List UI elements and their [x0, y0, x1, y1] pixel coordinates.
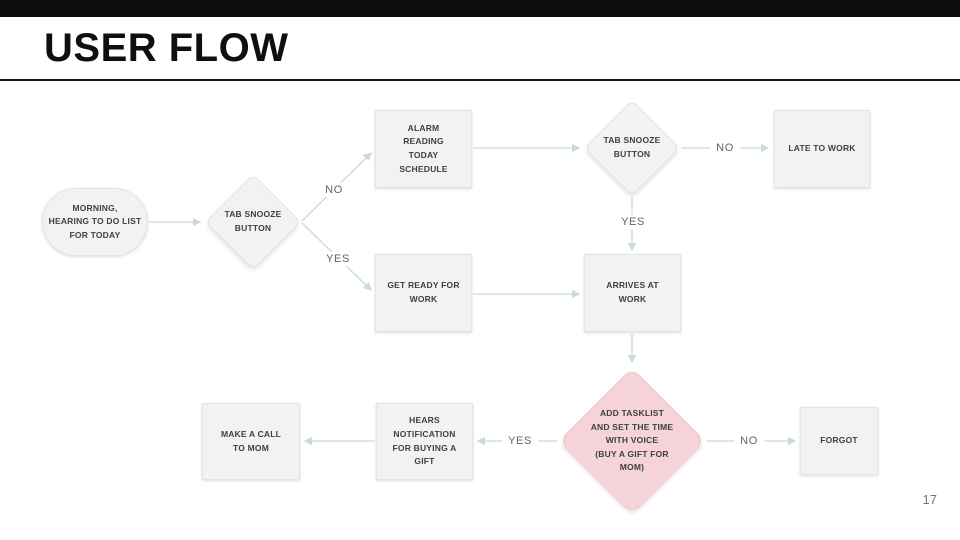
- edge-label-snooze1-no: NO: [319, 183, 349, 197]
- node-hears-notification[interactable]: HEARS NOTIFICATION FOR BUYING A GIFT: [376, 403, 473, 480]
- edge-label-gift-no: NO: [734, 434, 764, 448]
- node-decision-snooze-1[interactable]: TAB SNOOZE BUTTON: [204, 173, 302, 271]
- node-arrives-at-work[interactable]: ARRIVES AT WORK: [584, 254, 681, 332]
- node-make-a-call[interactable]: MAKE A CALL TO MOM: [202, 403, 300, 480]
- node-gift-label: ADD TASKLIST AND SET THE TIME WITH VOICE…: [590, 408, 674, 473]
- page-title: USER FLOW: [44, 25, 289, 70]
- node-late-to-work[interactable]: LATE TO WORK: [774, 110, 870, 188]
- node-get-ready[interactable]: GET READY FOR WORK: [375, 254, 472, 332]
- edge-label-snooze2-no: NO: [710, 141, 740, 155]
- node-snooze1-label: TAB SNOOZE BUTTON: [224, 209, 282, 233]
- node-decision-snooze-2[interactable]: TAB SNOOZE BUTTON: [583, 99, 681, 197]
- node-alarm-reading[interactable]: ALARM READING TODAY SCHEDULE: [375, 110, 472, 188]
- top-bar: [0, 0, 960, 17]
- node-start-morning[interactable]: MORNING, HEARING TO DO LIST FOR TODAY: [42, 188, 148, 256]
- node-start-label: MORNING, HEARING TO DO LIST FOR TODAY: [48, 202, 142, 240]
- node-forgot[interactable]: FORGOT: [800, 407, 878, 475]
- slide-header: USER FLOW: [0, 17, 960, 79]
- node-hears-label: HEARS NOTIFICATION FOR BUYING A GIFT: [392, 415, 457, 467]
- header-divider-line: [0, 79, 960, 81]
- node-decision-gift[interactable]: ADD TASKLIST AND SET THE TIME WITH VOICE…: [558, 367, 706, 515]
- edge-label-snooze2-yes: YES: [615, 215, 651, 229]
- edge-label-gift-yes: YES: [502, 434, 538, 448]
- node-forgot-label: FORGOT: [820, 435, 858, 446]
- node-late-label: LATE TO WORK: [788, 143, 856, 154]
- node-ready-label: GET READY FOR WORK: [387, 280, 460, 304]
- page-number: 17: [922, 492, 937, 507]
- node-snooze2-label: TAB SNOOZE BUTTON: [603, 135, 661, 159]
- node-alarm-label: ALARM READING TODAY SCHEDULE: [399, 122, 448, 174]
- node-call-label: MAKE A CALL TO MOM: [220, 428, 282, 453]
- node-arrives-label: ARRIVES AT WORK: [606, 280, 659, 304]
- edge-label-snooze1-yes: YES: [320, 252, 356, 266]
